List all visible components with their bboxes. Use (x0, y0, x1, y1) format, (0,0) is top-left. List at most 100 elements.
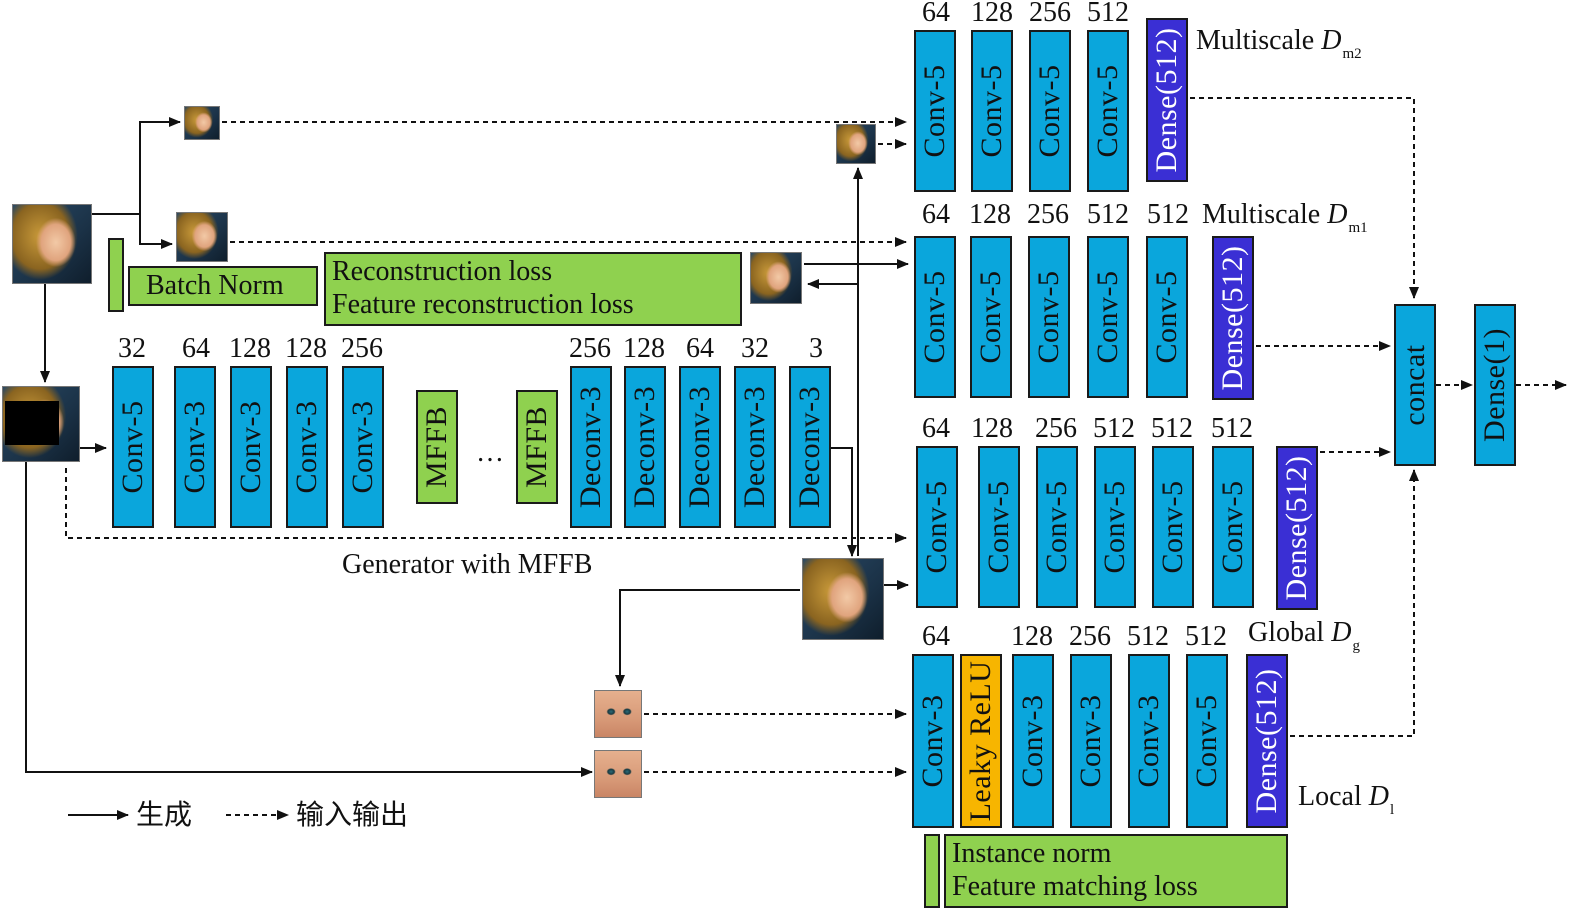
dm1-title: Multiscale Dm1 (1202, 199, 1368, 237)
dm1-ch-4: 512 (1147, 199, 1189, 230)
dm2-dense: Dense(512) (1146, 18, 1188, 182)
legend-io-label: 输入输出 (296, 798, 409, 831)
dm2-ch-3: 512 (1087, 0, 1129, 28)
dg-layer-5: Conv-5 (1212, 446, 1254, 608)
gen-layer-11: Deconv-3 (789, 366, 831, 528)
dl-layer-5: Conv-5 (1186, 654, 1228, 828)
generated-face-image (802, 558, 884, 640)
gen-layer-2: Conv-3 (230, 366, 272, 528)
gen-layer-7: Deconv-3 (570, 366, 612, 528)
dg-dense: Dense(512) (1276, 446, 1318, 610)
dg-layer-4: Conv-5 (1152, 446, 1194, 608)
gen-ch-4: 256 (341, 333, 383, 364)
dl-ch-1: 128 (1011, 621, 1053, 652)
dl-ch-2: 256 (1069, 621, 1111, 652)
dm1-layer-4: Conv-5 (1146, 236, 1188, 398)
gen-layer-8: Deconv-3 (624, 366, 666, 528)
dm1-ch-2: 256 (1027, 199, 1069, 230)
generator-label: Generator with MFFB (342, 549, 593, 580)
dg-ch-5: 512 (1211, 413, 1253, 444)
generated-crop-image (594, 690, 642, 738)
arrow-real-crop (25, 462, 593, 777)
gen-ch-0: 32 (118, 333, 146, 364)
dg-ch-1: 128 (971, 413, 1013, 444)
arrow-downscale-mid (92, 213, 173, 249)
gen-layer-3: Conv-3 (286, 366, 328, 528)
dashed-real-to-dg (65, 468, 907, 543)
gen-ch-2: 128 (229, 333, 271, 364)
arrow-downscale-small (92, 117, 181, 215)
dm1-layer-0: Conv-5 (914, 236, 956, 398)
dm1-ch-1: 128 (969, 199, 1011, 230)
real-crop-image (594, 750, 642, 798)
dm2-layer-2: Conv-5 (1029, 30, 1071, 192)
concat-block: concat (1394, 304, 1436, 466)
feature-reconstruction-loss-label: Feature reconstruction loss (332, 289, 634, 320)
gen-mffb-block-2: MFFB (516, 390, 558, 504)
arrow-to-mid-output (807, 279, 859, 556)
arrow-generator-output (830, 447, 857, 557)
dm1-dense: Dense(512) (1212, 236, 1254, 400)
dl-layer-3: Conv-3 (1070, 654, 1112, 828)
gen-layer-10: Deconv-3 (734, 366, 776, 528)
input-face-image (12, 204, 92, 284)
batch-norm-box: Batch Norm (128, 266, 318, 306)
dashed-dm2-to-concat (1190, 97, 1419, 299)
dg-layer-1: Conv-5 (978, 446, 1020, 608)
dl-leaky-relu: Leaky ReLU (960, 654, 1002, 828)
dg-ch-3: 512 (1093, 413, 1135, 444)
dl-ch-4: 512 (1185, 621, 1227, 652)
dm1-layer-1: Conv-5 (970, 236, 1012, 398)
arrow-to-crop (615, 589, 800, 687)
dl-title: Local Dl (1298, 781, 1395, 819)
gen-ch-1: 64 (182, 333, 210, 364)
gen-ch-11: 3 (809, 333, 823, 364)
gen-ch-10: 32 (741, 333, 769, 364)
dm1-layer-3: Conv-5 (1087, 236, 1129, 398)
dg-ch-0: 64 (922, 413, 950, 444)
dl-ch-0: 64 (922, 621, 950, 652)
dm2-title: Multiscale Dm2 (1196, 25, 1362, 63)
gen-layer-1: Conv-3 (174, 366, 216, 528)
dg-title: Global Dg (1248, 617, 1360, 655)
gen-ch-9: 64 (686, 333, 714, 364)
gen-layer-4: Conv-3 (342, 366, 384, 528)
generated-mid-image (750, 252, 802, 304)
gen-ellipsis: … (476, 437, 504, 468)
dg-layer-0: Conv-5 (916, 446, 958, 608)
final-dense-block: Dense(1) (1474, 304, 1516, 466)
gen-ch-8: 128 (623, 333, 665, 364)
generator-loss-box: Reconstruction loss Feature reconstructi… (324, 252, 742, 326)
batch-norm-label: Batch Norm (146, 270, 284, 301)
mid-scale-image (176, 212, 228, 262)
masked-face-image (2, 386, 80, 462)
generated-small-image (836, 124, 876, 164)
dl-layer-2: Conv-3 (1012, 654, 1054, 828)
dm1-layer-2: Conv-5 (1028, 236, 1070, 398)
feature-matching-loss-label: Feature matching loss (952, 871, 1198, 902)
legend-generate-label: 生成 (136, 798, 193, 831)
dm2-layer-1: Conv-5 (971, 30, 1013, 192)
dl-ch-3: 512 (1127, 621, 1169, 652)
dl-layer-0: Conv-3 (912, 654, 954, 828)
dm2-ch-2: 256 (1029, 0, 1071, 28)
dm2-ch-0: 64 (922, 0, 950, 28)
gen-layer-0: Conv-5 (112, 366, 154, 528)
dm2-ch-1: 128 (971, 0, 1013, 28)
dm1-ch-0: 64 (922, 199, 950, 230)
dg-layer-3: Conv-5 (1094, 446, 1136, 608)
dg-layer-2: Conv-5 (1036, 446, 1078, 608)
dm1-ch-3: 512 (1087, 199, 1129, 230)
batch-norm-bar (108, 238, 124, 312)
gen-ch-7: 256 (569, 333, 611, 364)
small-scale-image (184, 106, 220, 140)
instance-norm-bar (924, 834, 940, 908)
gen-mffb-block-1: MFFB (416, 390, 458, 504)
reconstruction-loss-label: Reconstruction loss (332, 256, 553, 287)
dm2-layer-3: Conv-5 (1087, 30, 1129, 192)
dm2-layer-0: Conv-5 (914, 30, 956, 192)
local-norm-loss-box: Instance norm Feature matching loss (944, 834, 1288, 908)
gen-layer-9: Deconv-3 (679, 366, 721, 528)
